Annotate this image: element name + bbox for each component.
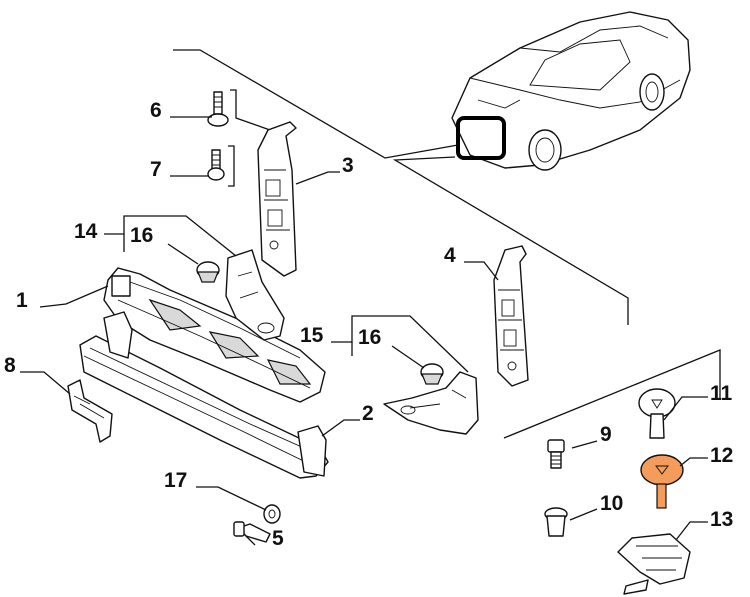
nut-10-icon [544, 507, 568, 537]
label-16-left: 16 [130, 224, 153, 247]
bracket-15-piece-icon [383, 371, 479, 435]
bumper-beam-2-icon [79, 311, 329, 479]
label-14: 14 [74, 220, 98, 243]
label-15: 15 [300, 324, 324, 347]
section-divider [503, 349, 721, 439]
label-16-right: 16 [358, 326, 381, 349]
leader-lines-car [173, 49, 629, 325]
label-10: 10 [600, 492, 623, 515]
label-5: 5 [272, 527, 284, 550]
label-8: 8 [4, 354, 16, 377]
bracket-3-icon [257, 121, 297, 277]
bolt-6-icon [207, 91, 229, 127]
grommet-13-icon [617, 533, 691, 595]
label-13: 13 [710, 508, 733, 531]
clip-11-icon [638, 388, 676, 439]
label-9: 9 [600, 423, 612, 446]
label-6: 6 [150, 99, 162, 122]
part-labels: 6 7 3 14 16 4 1 15 16 8 2 11 9 12 17 10 … [4, 99, 733, 550]
bracket-14-piece-icon [225, 249, 285, 341]
clip-16-right-icon [420, 363, 444, 385]
front-bumper-highlight [456, 116, 506, 160]
label-2: 2 [362, 402, 374, 425]
label-3: 3 [342, 154, 354, 177]
washer-17-icon [263, 504, 281, 524]
label-11: 11 [710, 382, 733, 405]
clip-12-highlight-icon [640, 454, 684, 509]
label-1: 1 [16, 289, 28, 312]
bolt-9-icon [547, 439, 565, 469]
bracket-4-icon [493, 245, 529, 387]
bracket-8-icon [67, 379, 113, 443]
label-12: 12 [710, 444, 733, 467]
bolt-5-icon [233, 521, 271, 543]
leader-lines [20, 116, 708, 546]
car-illustration [451, 11, 691, 171]
label-17: 17 [164, 469, 187, 492]
clip-16-left-icon [196, 261, 220, 283]
label-7: 7 [150, 158, 162, 181]
bracket-6-7 [230, 89, 271, 131]
bolt-7-icon [207, 149, 225, 181]
label-4: 4 [444, 244, 456, 267]
